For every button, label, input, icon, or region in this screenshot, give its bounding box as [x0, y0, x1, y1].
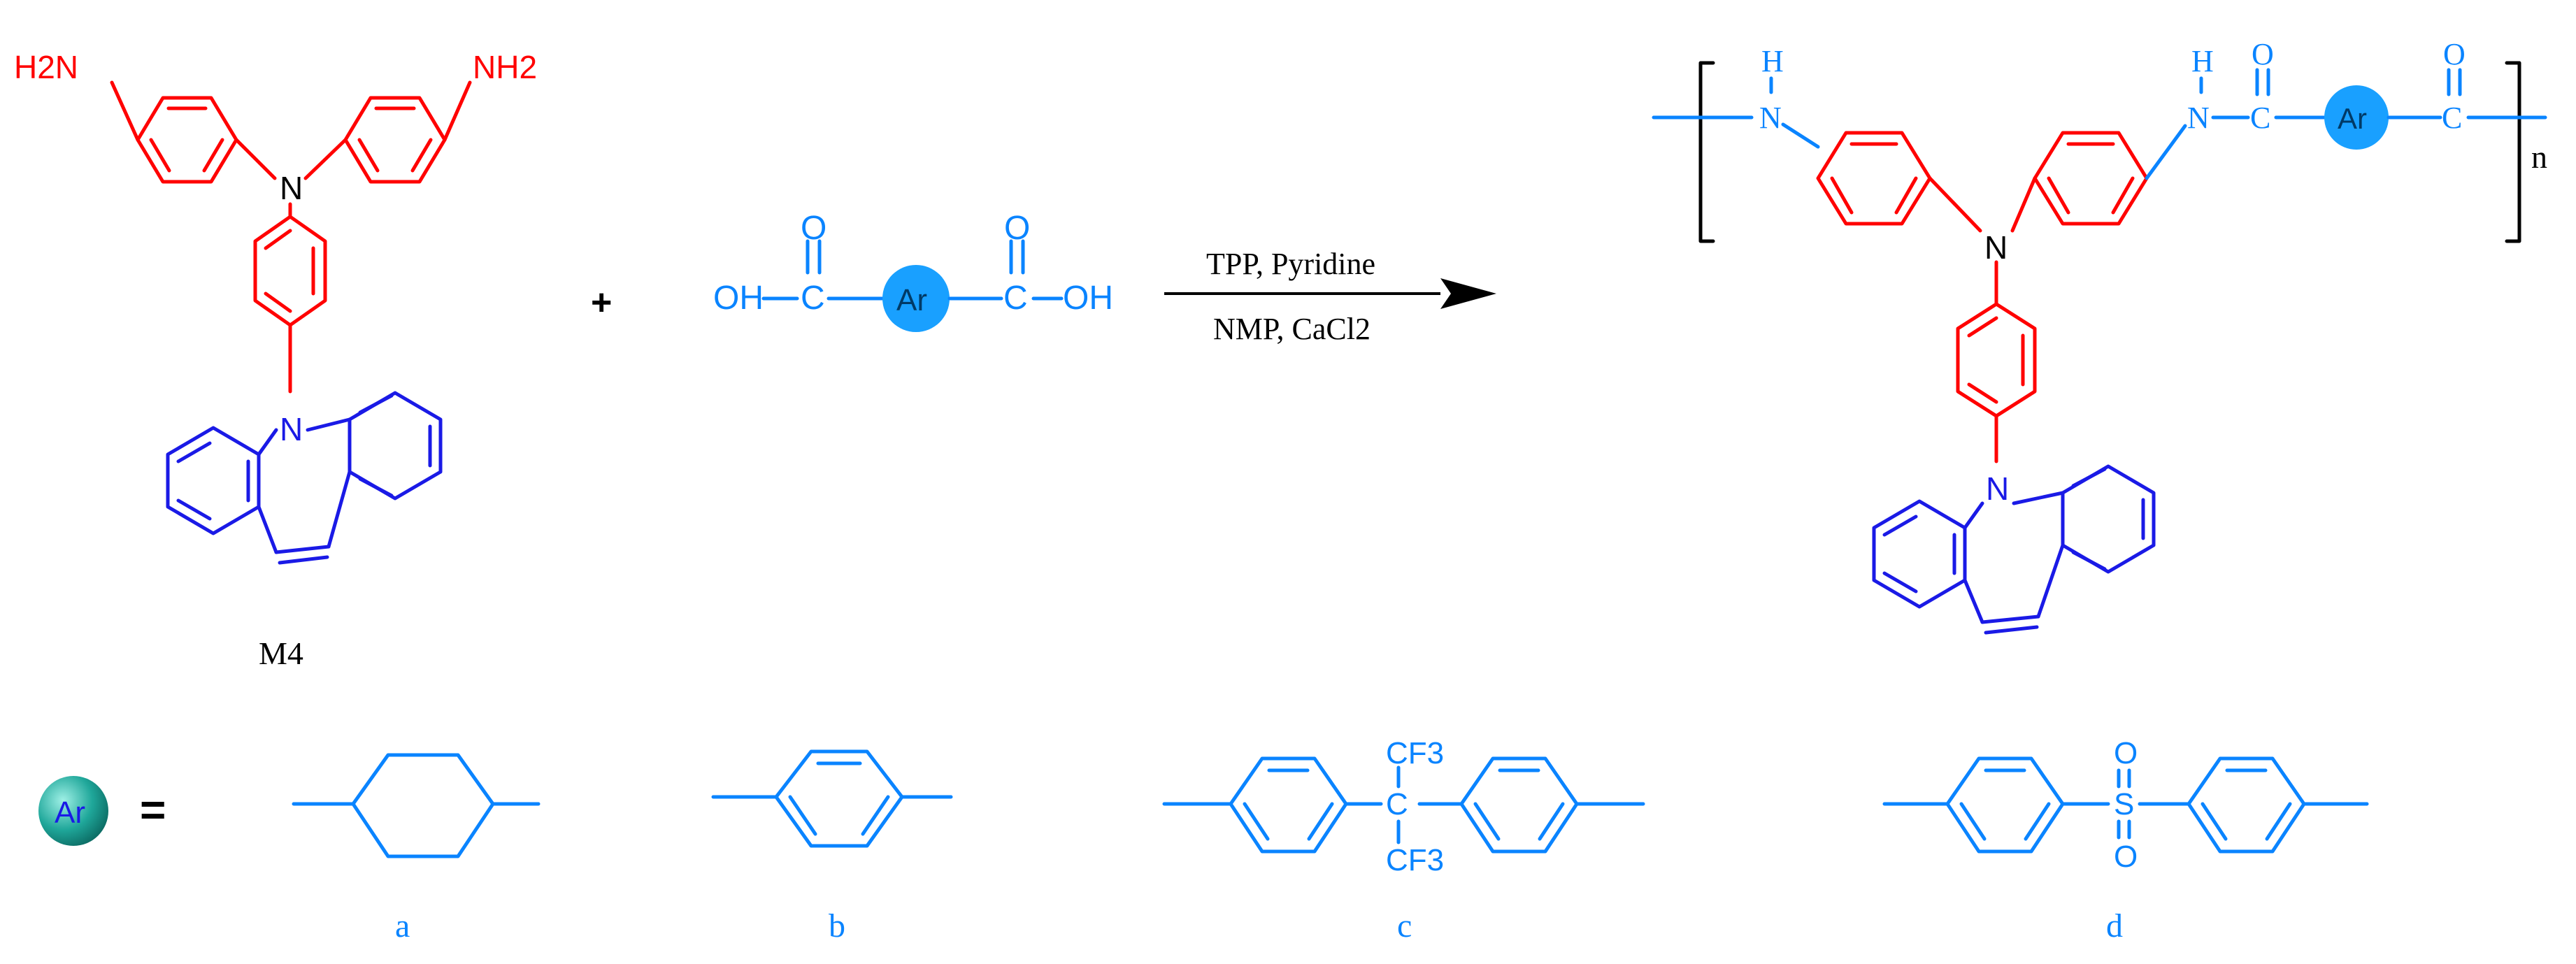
azepine-n-label: N — [280, 411, 303, 447]
option-d-label: d — [2106, 907, 2123, 944]
arrow-head-icon — [1440, 278, 1496, 309]
acid-oh-right: OH — [1063, 280, 1113, 317]
left-bracket — [1698, 61, 1715, 243]
option-b-label: b — [829, 907, 845, 944]
product-c-left: C — [2250, 101, 2270, 135]
nh2-left-label: H2N — [14, 49, 78, 85]
plus-sign: + — [591, 282, 612, 323]
nh2-right-label: NH2 — [473, 49, 537, 85]
product-o-right: O — [2443, 37, 2466, 71]
option-b-structure — [711, 749, 953, 848]
acid-oh-left: OH — [713, 280, 764, 317]
ar-legend: Ar = a b — [38, 736, 2369, 944]
right-bracket — [2505, 61, 2521, 243]
monomer-m4: H2N NH2 N N M4 — [14, 49, 537, 671]
ar-ball — [882, 265, 950, 332]
product-azepine-n: N — [1986, 470, 2009, 507]
product-ar-ball — [2324, 85, 2389, 150]
option-d-o-bottom: O — [2114, 840, 2138, 874]
triphenylamine-core — [110, 80, 472, 394]
reaction-arrow: TPP, Pyridine NMP, CaCl2 — [1164, 247, 1496, 346]
product-ar-label: Ar — [2338, 102, 2367, 135]
acid-o-right: O — [1004, 210, 1030, 247]
option-c-label: c — [1397, 907, 1412, 944]
condition-top: TPP, Pyridine — [1206, 247, 1375, 281]
dibenzazepine — [166, 391, 443, 565]
amine-n-label: N — [280, 170, 303, 206]
product-o-left: O — [2252, 37, 2274, 71]
legend-ar-label: Ar — [55, 796, 85, 830]
option-d-s: S — [2114, 787, 2134, 821]
product-h-right: H — [2191, 44, 2214, 78]
product-c-right: C — [2442, 101, 2462, 135]
product-n-center: N — [1984, 229, 2008, 266]
dicarboxylic-acid: OH C O Ar C O OH — [713, 210, 1113, 332]
acid-ar-label: Ar — [896, 283, 927, 317]
product-n-left: N — [1759, 101, 1782, 135]
option-d-o-top: O — [2114, 736, 2138, 770]
monomer-label: M4 — [259, 635, 303, 671]
product-polymer: n H N N H N — [1652, 37, 2547, 635]
acid-c-left: C — [801, 280, 825, 317]
acid-o-left: O — [801, 210, 827, 247]
product-dibenzazepine — [1872, 464, 2156, 635]
product-triphenylamine — [1816, 131, 2149, 463]
product-n-right: N — [2187, 101, 2210, 135]
option-a-label: a — [395, 907, 410, 944]
option-c-structure — [1162, 756, 1645, 854]
legend-equals: = — [140, 784, 166, 835]
option-c-cf3-top: CF3 — [1386, 736, 1444, 770]
acid-c-right: C — [1003, 280, 1028, 317]
product-h-left: H — [1761, 44, 1784, 78]
option-c-c: C — [1386, 787, 1408, 821]
option-c-cf3-bottom: CF3 — [1386, 843, 1444, 877]
option-a-structure — [292, 753, 541, 858]
legend-ar-ball — [38, 776, 108, 846]
condition-bottom: NMP, CaCl2 — [1213, 312, 1371, 346]
repeat-n: n — [2531, 139, 2547, 175]
option-d-structure — [1882, 756, 2369, 854]
